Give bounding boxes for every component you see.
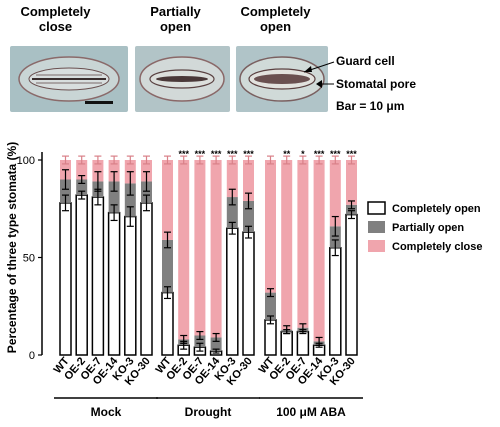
bar-segment-completely-close bbox=[313, 160, 325, 342]
significance-mark: *** bbox=[330, 149, 341, 159]
legend-label: Completely open bbox=[392, 203, 481, 215]
bar-segment-completely-open bbox=[264, 319, 277, 356]
header-completely-close: Completely close bbox=[20, 4, 91, 34]
bar-segment-completely-close bbox=[141, 160, 152, 182]
bar-segment-partially-open bbox=[346, 204, 357, 215]
label-stomatal-pore: Stomatal pore bbox=[336, 77, 417, 91]
bar-segment-completely-close bbox=[265, 160, 276, 293]
bar-segment-partially-open bbox=[124, 183, 136, 217]
bar-segment-completely-open bbox=[107, 211, 121, 356]
bar-segment-partially-open bbox=[194, 335, 206, 348]
bar-segment-completely-close bbox=[346, 160, 357, 205]
group-label: 100 μM ABA bbox=[276, 405, 346, 419]
bar-segment-completely-open bbox=[345, 213, 358, 356]
group-label: Drought bbox=[185, 405, 232, 419]
legend-swatch bbox=[368, 221, 385, 233]
micrograph-partially-open bbox=[135, 46, 230, 112]
bar-segment-completely-open bbox=[242, 231, 255, 356]
bar-segment-completely-close bbox=[210, 160, 222, 338]
bar-segment-partially-open bbox=[162, 239, 173, 293]
significance-mark: *** bbox=[211, 149, 222, 159]
significance-mark: *** bbox=[346, 149, 357, 159]
bar-segment-completely-open bbox=[280, 330, 293, 356]
legend-swatch bbox=[367, 201, 386, 215]
significance-mark: *** bbox=[243, 149, 254, 159]
group-label: Mock bbox=[91, 405, 122, 419]
micrograph-completely-open bbox=[236, 46, 328, 112]
bar-segment-partially-open bbox=[243, 200, 254, 233]
significance-mark: ** bbox=[283, 149, 291, 159]
bar-segment-partially-open bbox=[60, 179, 71, 203]
bar-segment-partially-open bbox=[141, 181, 152, 203]
bar-segment-partially-open bbox=[329, 226, 341, 248]
significance-mark: *** bbox=[314, 149, 325, 159]
legend-swatch bbox=[368, 240, 385, 252]
bar-segment-completely-open bbox=[296, 330, 310, 356]
bar-segment-partially-open bbox=[76, 179, 88, 196]
bar-segment-completely-open bbox=[161, 291, 174, 356]
bar-segment-completely-close bbox=[76, 160, 88, 180]
y-tick-label: 0 bbox=[29, 350, 35, 362]
bar-segment-completely-close bbox=[329, 160, 341, 227]
bar-segment-completely-open bbox=[91, 196, 105, 356]
bar-segment-completely-close bbox=[178, 160, 190, 340]
bar-segment-partially-open bbox=[108, 181, 120, 213]
bar-segment-completely-close bbox=[297, 160, 309, 328]
bar-segment-partially-open bbox=[210, 337, 222, 352]
label-scale-bar: Bar = 10 μm bbox=[336, 99, 405, 113]
scale-bar bbox=[85, 101, 113, 104]
significance-mark: * bbox=[301, 149, 305, 159]
bar-segment-completely-close bbox=[108, 160, 120, 182]
micrograph-completely-close bbox=[10, 46, 128, 112]
bar-segment-completely-open bbox=[75, 194, 88, 356]
bar-segment-completely-open bbox=[140, 202, 153, 356]
bar-segment-completely-close bbox=[162, 160, 173, 240]
bar-segment-partially-open bbox=[265, 292, 276, 320]
bar-segment-completely-close bbox=[226, 160, 238, 198]
bar-segment-partially-open bbox=[226, 197, 238, 229]
significance-mark: *** bbox=[195, 149, 206, 159]
legend-label: Completely close bbox=[392, 241, 482, 253]
bar-segment-completely-open bbox=[226, 227, 239, 356]
bar-segment-completely-close bbox=[243, 160, 254, 201]
bar-segment-completely-open bbox=[329, 247, 342, 356]
y-axis-label: Percentage of three type stomata (%) bbox=[5, 142, 19, 353]
label-guard-cell: Guard cell bbox=[336, 54, 395, 68]
y-tick-label: 50 bbox=[23, 253, 35, 265]
bar-segment-completely-close bbox=[281, 160, 293, 330]
legend-label: Partially open bbox=[392, 222, 464, 234]
bar-segment-completely-open bbox=[59, 202, 72, 356]
significance-mark: *** bbox=[178, 149, 189, 159]
header-partially-open: Partially open bbox=[150, 4, 201, 34]
header-completely-open: Completely open bbox=[240, 4, 311, 34]
bar-segment-completely-open bbox=[124, 215, 137, 356]
significance-mark: *** bbox=[227, 149, 238, 159]
annotation-arrows bbox=[303, 61, 335, 88]
bar-segment-completely-close bbox=[194, 160, 206, 336]
y-tick-label: 100 bbox=[17, 155, 35, 167]
bar-segment-completely-close bbox=[92, 160, 104, 182]
